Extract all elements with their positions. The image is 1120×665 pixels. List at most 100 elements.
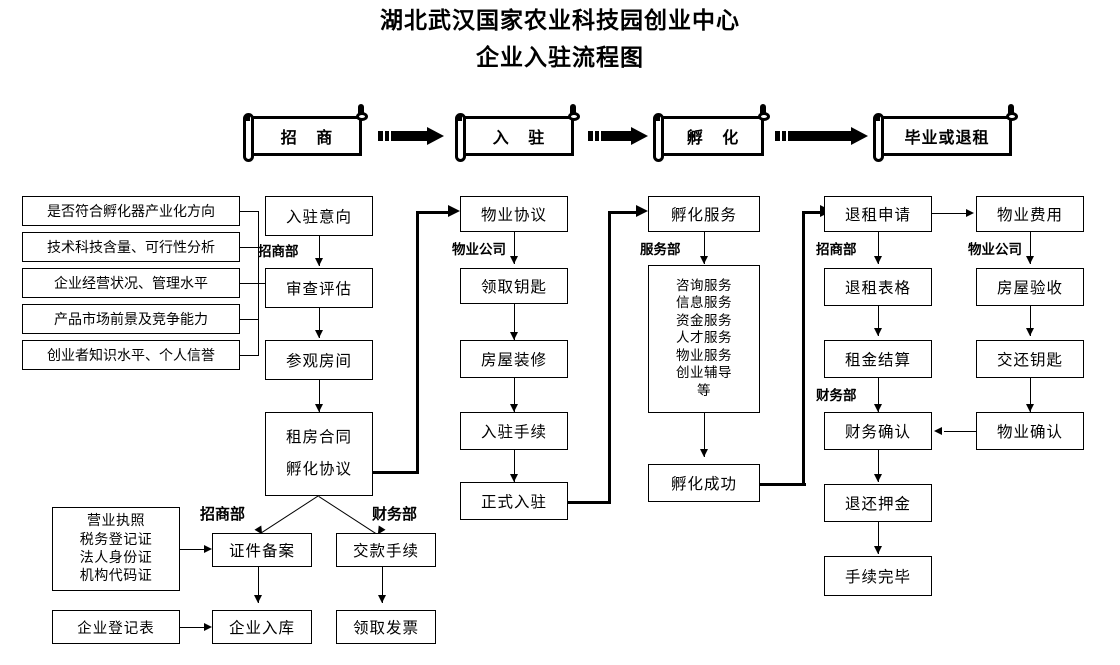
registration-form-box: 企业登记表 — [52, 610, 180, 644]
service-item-4: 人才服务 — [676, 330, 732, 347]
criteria-stub-1 — [240, 211, 258, 212]
arrow-review-to-visit — [315, 330, 323, 338]
thick-arrow-to-property-agreement — [448, 205, 460, 217]
dept-label-recruit-1: 招商部 — [258, 244, 299, 260]
conn-service-to-list — [704, 232, 705, 264]
scroll-knob-right — [758, 112, 770, 121]
criteria-stub-2 — [240, 247, 258, 248]
conn-deposit-to-complete — [878, 522, 879, 554]
step-incubation-success: 孵化成功 — [648, 464, 760, 502]
required-documents-box: 营业执照 税务登记证 法人身份证 机构代码证 — [52, 507, 180, 591]
step-return-keys: 交还钥匙 — [976, 340, 1084, 378]
arrow-visit-to-contract — [315, 404, 323, 412]
dept-label-property-2: 物业公司 — [968, 242, 1022, 258]
stage-banner-label: 孵 化 — [661, 116, 764, 156]
step-rent-settlement: 租金结算 — [824, 340, 932, 378]
step-get-invoice: 领取发票 — [336, 610, 436, 644]
arrow-renovate-to-procedure — [510, 404, 518, 412]
arrow-propertyconfirm-to-financeconfirm — [934, 427, 942, 435]
dept-label-recruit-2: 招商部 — [816, 242, 857, 258]
service-item-6: 创业辅导 — [676, 365, 732, 382]
thick-link-settle-right — [568, 501, 610, 504]
stage-arrow-1 — [378, 127, 444, 145]
criteria-stub-5 — [240, 355, 258, 356]
arrow-inspection-to-returnkeys — [1026, 328, 1034, 336]
arrow-filing-to-entry — [254, 595, 262, 603]
step-review-assess: 审查评估 — [265, 268, 373, 308]
step-incubation-service: 孵化服务 — [648, 196, 760, 232]
step-refund-deposit: 退还押金 — [824, 484, 932, 522]
arrow-rent-to-financeconfirm — [874, 404, 882, 412]
arrow-agreement-to-keys — [510, 256, 518, 264]
stage-banner-incubate: 孵 化 — [653, 104, 770, 162]
dept-label-service: 服务部 — [640, 242, 681, 258]
conn-filing-to-entry — [258, 567, 259, 603]
step-property-fee: 物业费用 — [976, 196, 1084, 232]
contract-line-1: 租房合同 — [285, 428, 352, 447]
document-item-4: 机构代码证 — [79, 568, 153, 585]
stage-arrow-2 — [588, 127, 648, 145]
service-item-7: 等 — [697, 382, 711, 399]
arrow-regform-to-enterprise-entry — [204, 623, 212, 631]
step-document-filing: 证件备案 — [212, 533, 312, 567]
conn-returnkeys-to-propertyconfirm — [1030, 378, 1031, 412]
dept-label-property-1: 物业公司 — [452, 242, 506, 258]
stage-banner-graduate: 毕业或退租 — [873, 104, 1018, 162]
arrow-intent-to-review — [315, 258, 323, 266]
dept-label-finance-2: 财务部 — [372, 505, 418, 523]
scroll-knob-left — [246, 116, 250, 121]
scroll-knob-right — [568, 112, 580, 121]
step-house-inspection: 房屋验收 — [976, 268, 1084, 306]
thick-link-success-right — [760, 483, 806, 486]
step-enterprise-entry: 企业入库 — [212, 610, 312, 644]
scroll-knob-left — [876, 116, 880, 121]
conn-financeconfirm-to-deposit — [878, 450, 879, 482]
conn-inspection-to-returnkeys — [1030, 306, 1031, 336]
criteria-box-5: 创业者知识水平、个人信誉 — [22, 340, 240, 370]
arrow-returnkeys-to-propertyconfirm — [1026, 404, 1034, 412]
step-official-settle: 正式入驻 — [460, 482, 568, 520]
criteria-stub-4 — [240, 319, 258, 320]
conn-renovate-to-procedure — [514, 378, 515, 412]
conn-payment-to-invoice — [382, 567, 383, 603]
arrow-documents-to-filing — [204, 545, 212, 553]
step-house-renovation: 房屋装修 — [460, 340, 568, 378]
stage-banner-settle: 入 驻 — [455, 104, 580, 162]
conn-contract-to-payment — [318, 496, 378, 535]
arrow-fee-to-inspection — [1026, 256, 1034, 264]
contract-line-2: 孵化协议 — [285, 460, 352, 478]
document-item-1: 营业执照 — [87, 513, 145, 530]
scroll-knob-right — [356, 112, 368, 121]
thick-link-success-up — [802, 211, 805, 486]
conn-exitreq-to-exitform — [878, 232, 879, 264]
stage-banner-recruit: 招 商 — [243, 104, 368, 162]
arrow-exitreq-to-propertyfee — [966, 209, 974, 217]
conn-visit-to-contract — [319, 380, 320, 412]
criteria-stub-3 — [240, 283, 258, 284]
step-exit-form: 退租表格 — [824, 268, 932, 306]
arrow-exitreq-to-exitform — [874, 256, 882, 264]
thick-link-contract-up — [416, 211, 419, 474]
conn-keys-to-renovate — [514, 304, 515, 340]
arrow-payment-to-invoice — [378, 595, 386, 603]
scroll-rod-left — [455, 113, 466, 162]
step-visit-room: 参观房间 — [265, 340, 373, 380]
scroll-knob-left — [458, 116, 462, 121]
arrow-deposit-to-complete — [874, 546, 882, 554]
conn-exitreq-to-propertyfee — [932, 213, 970, 214]
conn-agreement-to-keys — [514, 232, 515, 264]
service-item-5: 物业服务 — [676, 347, 732, 364]
conn-exitform-to-rent — [878, 306, 879, 336]
arrow-service-to-list — [700, 256, 708, 264]
page-title-line2: 企业入驻流程图 — [476, 45, 644, 71]
stage-banner-label: 入 驻 — [463, 116, 574, 156]
step-finance-confirm: 财务确认 — [824, 412, 932, 450]
thick-link-settle-up — [608, 211, 611, 504]
step-payment-procedure: 交款手续 — [336, 533, 436, 567]
dept-label-recruit-3: 招商部 — [200, 505, 246, 523]
scroll-rod-left — [653, 113, 664, 162]
scroll-knob-left — [656, 116, 660, 121]
conn-documents-to-filing — [180, 549, 208, 550]
arrow-exitform-to-rent — [874, 328, 882, 336]
